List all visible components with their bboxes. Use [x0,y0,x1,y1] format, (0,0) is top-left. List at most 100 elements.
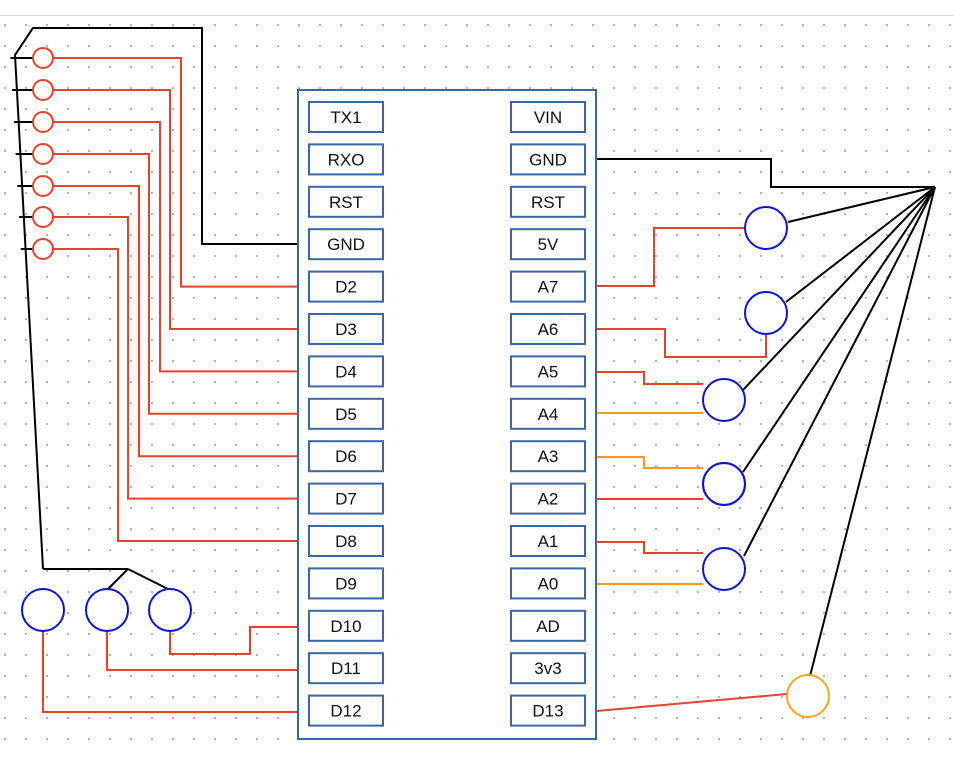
pin-right-d13-14: D13 [510,694,586,727]
pin-left-d2-4: D2 [308,270,384,303]
pin-label: 3v3 [534,659,561,678]
pin-left-d10-12: D10 [308,609,384,642]
pin-label: D2 [335,278,357,297]
pin-right-gnd-1: GND [510,143,586,176]
pin-box [308,482,384,515]
ground-spoke-2 [742,186,936,391]
ground-spoke-1 [785,186,936,303]
pin-label: RXO [328,150,365,169]
pin-label: A6 [538,320,559,339]
small-red-circle-1 [32,79,54,101]
pin-label: TX1 [330,108,361,127]
wire-left-4 [53,185,309,458]
pin-box [308,313,384,345]
pin-label: A2 [538,490,559,509]
pin-label: D9 [335,574,357,593]
wire-d12 [42,630,309,713]
wire-left-6 [53,248,309,542]
pin-box [510,270,586,303]
pin-left-d5-7: D5 [308,397,384,430]
ground-bus-right [585,158,935,188]
pin-box [510,694,586,727]
pin-right-ad-12: AD [510,609,586,642]
pin-left-tx1-0: TX1 [308,101,384,133]
pin-label: 5V [538,235,559,254]
pin-box [510,355,586,388]
pin-box [510,482,586,515]
right-blue-circle-4 [702,547,746,591]
pin-label: A4 [538,405,559,424]
pin-label: D3 [335,320,357,339]
pin-right-a1-10: A1 [510,525,586,557]
signal-wires [42,57,788,713]
pin-right-vin-0: VIN [510,101,586,133]
pin-label: D12 [330,702,361,721]
pin-box [308,694,384,727]
pin-left-d6-8: D6 [308,440,384,473]
pin-box [510,440,586,473]
ground-spoke-4 [743,186,936,557]
wire-a5 [585,371,703,385]
pin-label: A0 [538,574,559,593]
pin-label: A1 [538,532,559,551]
ground-bus-left [13,27,309,570]
pin-box [510,397,586,430]
wire-d10 [169,626,309,655]
wire-d13 [584,693,788,713]
small-red-circle-2 [32,111,54,133]
pin-box [308,397,384,430]
right-blue-circle-1 [744,291,788,335]
right-blue-circle-5 [702,462,746,506]
ground-bottom-c [127,568,171,591]
pin-right-a2-9: A2 [510,482,586,515]
pin-right-5v-3: 5V [510,228,586,261]
pin-box [308,270,384,303]
pin-left-d11-13: D11 [308,652,384,685]
wire-left-3 [53,153,309,415]
ground-wires [10,27,936,677]
pin-box [510,567,586,600]
pin-label: D8 [335,532,357,551]
pin-label: A7 [538,278,559,297]
pin-label: RST [531,193,565,212]
small-red-circle-3 [32,143,54,165]
pin-box [308,567,384,600]
pin-label: D7 [335,490,357,509]
pin-left-d9-11: D9 [308,567,384,600]
pin-box [510,143,586,176]
pin-box [308,440,384,473]
small-red-circle-6 [32,238,54,260]
pin-box [308,652,384,685]
ground-spoke-3 [742,186,936,473]
bottom-blue-circle-1 [85,588,129,632]
components [21,47,830,718]
pin-box [308,228,384,261]
wire-left-2 [53,121,309,373]
pin-box [510,525,586,557]
pin-box [510,185,586,218]
pin-label: A5 [538,362,559,381]
wire-a3 [585,456,703,469]
small-red-circle-0 [32,47,54,69]
orange-circle [786,674,830,718]
ground-spoke-0 [787,186,936,223]
pin-box [510,101,586,133]
pin-label: D6 [335,447,357,466]
pin-label: AD [536,617,560,636]
pin-left-d12-14: D12 [308,694,384,727]
pin-left-d4-6: D4 [308,355,384,388]
pin-label: D5 [335,405,357,424]
pin-right-a4-7: A4 [510,397,586,430]
pin-right-a0-11: A0 [510,567,586,600]
wire-left-1 [53,89,309,330]
pin-box [308,101,384,133]
pin-left-d8-10: D8 [308,525,384,557]
wire-a7 [585,227,744,287]
wire-left-0 [53,57,309,288]
pin-label: GND [327,235,365,254]
wire-a6 [585,328,767,358]
pin-label: A3 [538,447,559,466]
pin-label: D11 [331,659,361,678]
pin-box [510,313,586,345]
